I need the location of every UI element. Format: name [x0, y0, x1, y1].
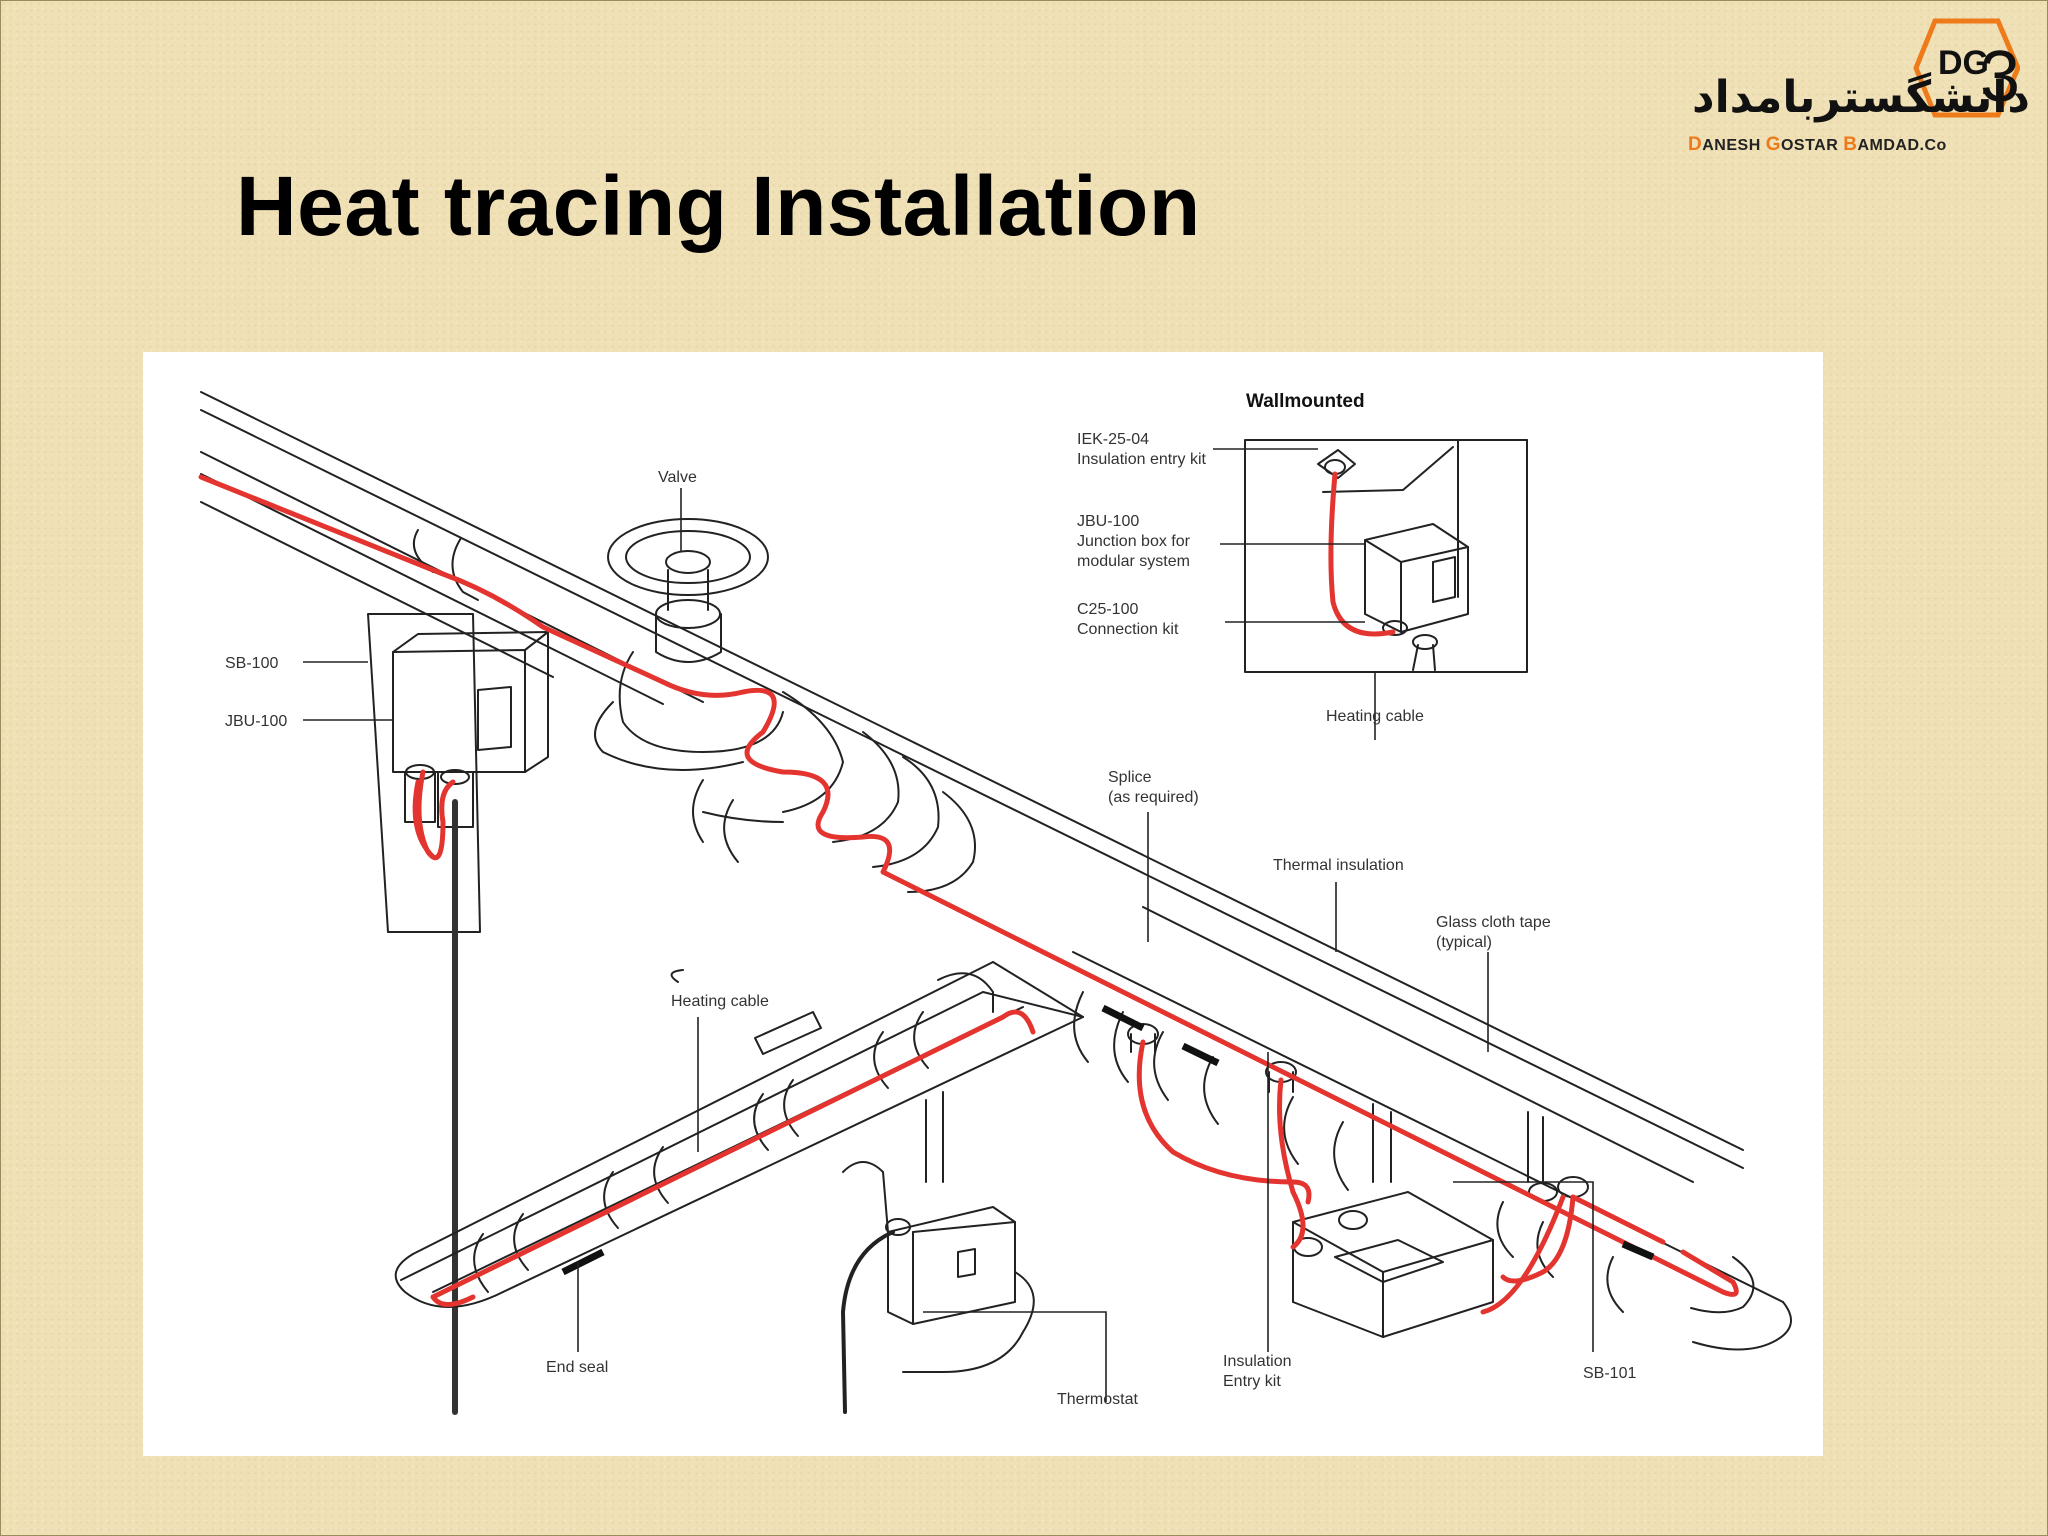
wallmounted-inset	[1244, 439, 1528, 673]
label-glass-cloth-tape-note: (typical)	[1436, 934, 1492, 951]
heat-tracing-diagram: Wallmounted IEK-25-04 Insulation entry k…	[143, 352, 1823, 1456]
heating-cable	[198, 471, 1739, 1315]
label-sb101: SB-101	[1583, 1365, 1636, 1382]
label-jbu-code: JBU-100	[1077, 513, 1139, 530]
label-splice-note: (as required)	[1108, 789, 1199, 806]
label-iek-code: IEK-25-04	[1077, 431, 1149, 448]
slide-title: Heat tracing Installation	[236, 159, 1201, 253]
diagram-labels: Wallmounted IEK-25-04 Insulation entry k…	[225, 391, 1636, 1408]
branch-pipe	[394, 961, 1084, 1308]
thermostat-box	[841, 1161, 1035, 1414]
label-iek-desc: Insulation entry kit	[1077, 451, 1207, 468]
label-splice: Splice	[1108, 769, 1152, 786]
label-c25-code: C25-100	[1077, 601, 1138, 618]
svg-text:3: 3	[1980, 37, 2020, 117]
leader-lines	[303, 448, 1594, 1402]
label-c25-desc: Connection kit	[1077, 621, 1179, 638]
left-junction-box	[367, 613, 549, 1415]
company-logo: DG 3 دانشگستربامداد DANESH GOSTAR BAMDAD…	[1680, 16, 2032, 155]
label-jbu100: JBU-100	[225, 713, 287, 730]
label-glass-cloth-tape: Glass cloth tape	[1436, 914, 1551, 931]
label-insulation-entry: Insulation	[1223, 1353, 1292, 1370]
center-junction-box	[1292, 1182, 1558, 1338]
inset-title: Wallmounted	[1246, 391, 1365, 412]
logo-hexagon-icon: DG 3	[1913, 18, 2020, 118]
svg-text:DG: DG	[1938, 44, 1989, 82]
label-thermal-insulation: Thermal insulation	[1273, 857, 1404, 874]
label-insulation-entry-kit: Entry kit	[1223, 1373, 1281, 1390]
label-end-seal: End seal	[546, 1359, 608, 1376]
label-sb100: SB-100	[225, 655, 278, 672]
label-heating-cable: Heating cable	[671, 993, 769, 1010]
label-jbu-desc2: modular system	[1077, 553, 1190, 570]
label-thermostat: Thermostat	[1057, 1391, 1138, 1408]
label-inset-heating-cable: Heating cable	[1326, 708, 1424, 725]
valve	[594, 518, 976, 893]
label-valve: Valve	[658, 469, 697, 486]
logo-persian-name: دانشگستربامداد	[1692, 72, 2032, 123]
label-jbu-desc1: Junction box for	[1077, 533, 1191, 550]
logo-english-name: DANESH GOSTAR BAMDAD.Co	[1688, 134, 1947, 155]
splice-markers	[561, 1004, 1655, 1276]
diagram-canvas: Wallmounted IEK-25-04 Insulation entry k…	[198, 391, 1792, 1415]
